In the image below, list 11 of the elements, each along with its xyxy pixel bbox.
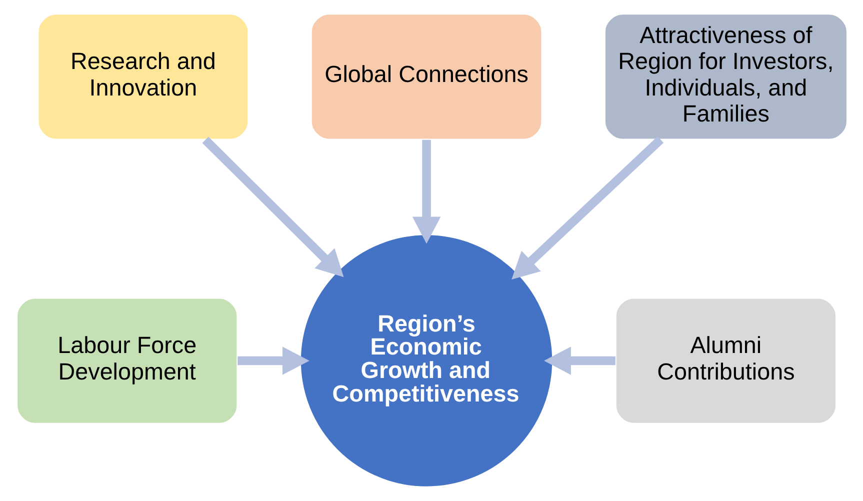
- node-circle: Region’s Economic Growth and Competitiveness: [298, 234, 554, 488]
- node-box: Research and Innovation: [36, 13, 249, 140]
- arrow: [511, 136, 664, 280]
- node-box: Global Connections: [310, 13, 542, 140]
- node-box: Attractiveness of Region for Investors, Individuals, and Families: [603, 13, 848, 140]
- node-box: Alumni Contributions: [614, 297, 836, 424]
- arrow: [543, 346, 615, 375]
- arrow: [237, 346, 309, 375]
- node-box: Labour Force Development: [16, 297, 238, 424]
- arrow: [412, 140, 440, 244]
- arrow: [202, 136, 344, 278]
